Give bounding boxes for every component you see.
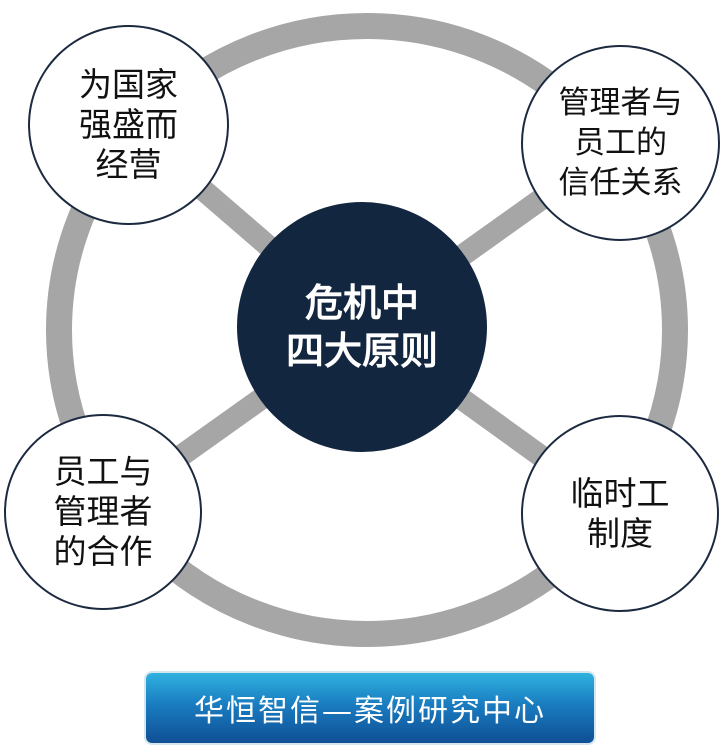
outer-ring xyxy=(46,13,688,647)
principle-label: 为国家 强盛而 经营 xyxy=(79,65,178,184)
principle-node-national: 为国家 强盛而 经营 xyxy=(28,25,229,225)
principle-node-temp-workers: 临时工 制度 xyxy=(521,415,719,612)
principle-label: 员工与 管理者 的合作 xyxy=(53,452,153,571)
principle-node-trust: 管理者与 员工的 信任关系 xyxy=(521,45,720,241)
footer-label: 华恒智信—案例研究中心 xyxy=(194,694,546,729)
principle-node-cooperation: 员工与 管理者 的合作 xyxy=(4,414,202,610)
principle-label: 管理者与 员工的 信任关系 xyxy=(558,85,683,201)
center-node: 危机中 四大原则 xyxy=(237,202,487,452)
principle-label: 临时工 制度 xyxy=(570,473,670,553)
footer-banner: 华恒智信—案例研究中心 xyxy=(146,673,594,743)
center-label: 危机中 四大原则 xyxy=(285,281,438,373)
